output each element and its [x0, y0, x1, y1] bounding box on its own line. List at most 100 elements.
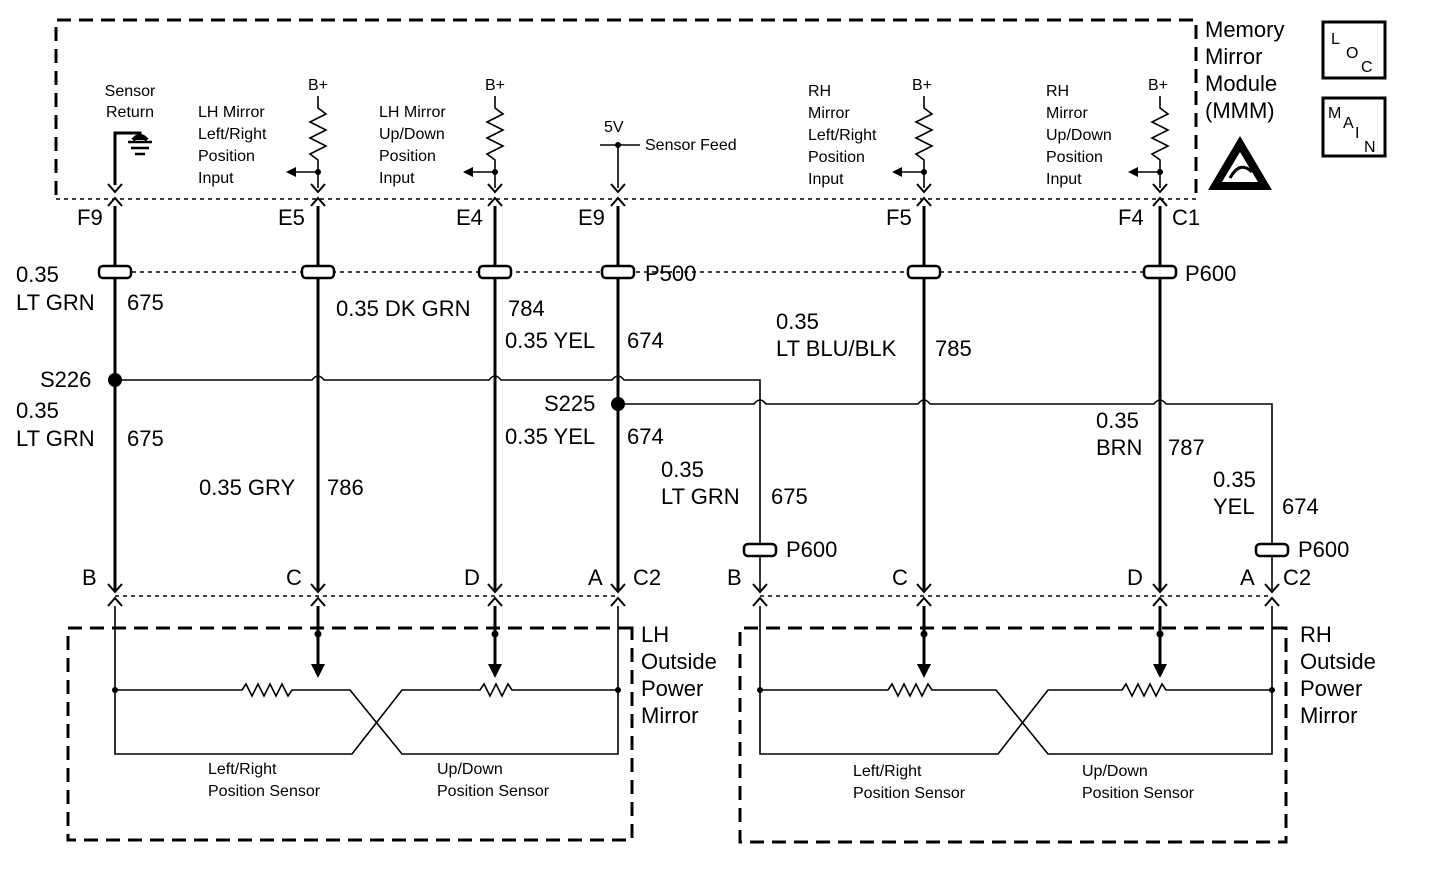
- sensor-label-line: Up/Down: [437, 761, 503, 778]
- module-connector-arrows: [107, 183, 1168, 207]
- label-line: Left/Right: [198, 126, 267, 143]
- pullup-resistor-icon: [892, 96, 934, 188]
- mirror-pin-label: A: [1240, 565, 1255, 590]
- splice-s226: [108, 373, 122, 387]
- bplus-label: B+: [308, 77, 328, 94]
- pullup-resistor-icon: [286, 96, 328, 188]
- mirror-pin-label: B: [82, 565, 97, 590]
- pin-label: C1: [1172, 205, 1200, 230]
- wire-gauge: 0.35: [16, 262, 59, 287]
- wire-circuit: 675: [127, 426, 164, 451]
- mirror-pin-label: D: [464, 565, 480, 590]
- pullup-resistor-icon: [463, 96, 505, 188]
- pin-label: E9: [578, 205, 605, 230]
- mirror-pin-label: C2: [1283, 565, 1311, 590]
- mirror-pin-label: A: [588, 565, 603, 590]
- wire-label: 0.35 YEL: [505, 328, 595, 353]
- label-line: Position: [198, 148, 255, 165]
- inline-connector-icon: [97, 264, 1290, 558]
- wire-circuit: 787: [1168, 435, 1205, 460]
- wire-color: LT GRN: [661, 484, 740, 509]
- wire-gauge: 0.35: [1096, 408, 1139, 433]
- label-line: LH Mirror: [198, 104, 265, 121]
- wire-label: 0.35 DK GRN: [336, 296, 471, 321]
- label-line: Position: [1046, 149, 1103, 166]
- mirror-title-line: Power: [1300, 676, 1362, 701]
- label-line: Position: [808, 149, 865, 166]
- connector-label: P500: [645, 261, 696, 286]
- wire-label: 0.35 GRY: [199, 475, 296, 500]
- five-v-label: 5V: [604, 119, 624, 136]
- mirror-title-line: Outside: [641, 649, 717, 674]
- connector-label: P600: [1185, 261, 1236, 286]
- wire-color: LT BLU/BLK: [776, 336, 897, 361]
- label-line: Input: [1046, 171, 1082, 188]
- bplus-label: B+: [912, 77, 932, 94]
- label-line: Position: [379, 148, 436, 165]
- rh-lr-input-label: RH Mirror Left/Right Position Input: [808, 83, 877, 188]
- wire-gauge: 0.35: [776, 309, 819, 334]
- sensor-label-line: Position Sensor: [437, 783, 550, 800]
- sensor-return-label: Sensor Return: [105, 83, 156, 121]
- bplus-label: B+: [1148, 77, 1168, 94]
- mirror-pin-label: C: [892, 565, 908, 590]
- sensor-label-line: Position Sensor: [1082, 785, 1195, 802]
- label-line: Mirror: [1046, 105, 1088, 122]
- label-line: RH: [808, 83, 831, 100]
- splice-label: S225: [544, 391, 595, 416]
- rh-lr-sensor-label: Left/Right Position Sensor: [853, 763, 966, 802]
- bplus-label: B+: [485, 77, 505, 94]
- pin-label: F5: [886, 205, 912, 230]
- sensor-label-line: Left/Right: [853, 763, 922, 780]
- mirror-pin-label: C2: [633, 565, 661, 590]
- wire-gauge: 0.35: [661, 457, 704, 482]
- rh-sensor-circuit: [757, 606, 1275, 755]
- label-line: Return: [106, 104, 154, 121]
- connector-label: P600: [1298, 537, 1349, 562]
- module-title-line: (MMM): [1205, 98, 1275, 123]
- wire-circuit: 674: [1282, 494, 1319, 519]
- mirror-title-line: Outside: [1300, 649, 1376, 674]
- esd-warning-icon: [1208, 136, 1272, 190]
- label-line: Input: [198, 170, 234, 187]
- module-title-line: Module: [1205, 71, 1277, 96]
- sensor-label-line: Up/Down: [1082, 763, 1148, 780]
- loc-letter: L: [1331, 31, 1340, 48]
- lh-lr-input-label: LH Mirror Left/Right Position Input: [198, 104, 267, 187]
- loc-badge: L O C: [1321, 20, 1387, 80]
- label-line: Up/Down: [1046, 127, 1112, 144]
- label-line: Up/Down: [379, 126, 445, 143]
- pin-label: E4: [456, 205, 483, 230]
- mirror-pin-label: C: [286, 565, 302, 590]
- rh-mirror-title: RH Outside Power Mirror: [1300, 622, 1376, 728]
- wire-label-yel: 0.35 YEL 674: [505, 328, 664, 353]
- wire-circuit: 675: [127, 290, 164, 315]
- wire-label-lt-blu-blk: 0.35 LT BLU/BLK 785: [776, 309, 972, 361]
- wire-label-dk-grn: 0.35 DK GRN 784: [336, 296, 545, 321]
- lh-ud-input-label: LH Mirror Up/Down Position Input: [379, 104, 446, 187]
- mirror-title-line: LH: [641, 622, 669, 647]
- wire-color: YEL: [1213, 494, 1255, 519]
- module-title-line: Memory: [1205, 17, 1284, 42]
- mirror-title-line: RH: [1300, 622, 1332, 647]
- lh-mirror-title: LH Outside Power Mirror: [641, 622, 717, 728]
- main-letter: N: [1364, 139, 1376, 156]
- wire-circuit: 674: [627, 328, 664, 353]
- sensor-label-line: Position Sensor: [853, 785, 966, 802]
- wire-label: 0.35 YEL: [505, 424, 595, 449]
- pin-label: F9: [77, 205, 103, 230]
- connector-label: P600: [786, 537, 837, 562]
- wire-label-lt-grn: 0.35 LT GRN 675: [661, 457, 808, 509]
- sensor-feed-label: Sensor Feed: [645, 137, 737, 154]
- rh-ud-input-label: RH Mirror Up/Down Position Input: [1046, 83, 1112, 188]
- lh-mirror-outline: [66, 626, 634, 842]
- wire-circuit: 786: [327, 475, 364, 500]
- module-title-line: Mirror: [1205, 44, 1262, 69]
- loc-letter: O: [1346, 45, 1358, 62]
- label-line: Left/Right: [808, 127, 877, 144]
- sensor-feed-node: [600, 142, 640, 188]
- wire-color: LT GRN: [16, 290, 95, 315]
- wire-label-lt-grn: 0.35 LT GRN 675: [16, 398, 164, 451]
- label-line: Input: [379, 170, 415, 187]
- pin-label: F4: [1118, 205, 1144, 230]
